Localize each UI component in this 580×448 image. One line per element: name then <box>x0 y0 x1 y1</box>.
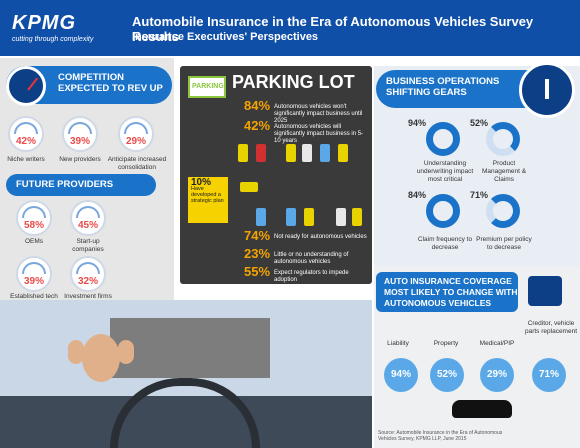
donut-value: 84% <box>408 190 427 200</box>
stat-84: 84%Autonomous vehicles won't significant… <box>244 98 363 124</box>
crashed-car-icon <box>452 400 512 418</box>
driver-head <box>82 334 120 382</box>
gauge-new-providers: 39% <box>62 116 98 152</box>
future-providers-heading: FUTURE PROVIDERS <box>6 174 156 196</box>
page-subtitle: Insurance Executives' Perspectives <box>132 31 319 43</box>
parked-car <box>320 144 330 162</box>
donut-underwriting <box>426 122 460 156</box>
label-underwriting: Understanding underwriting impact most c… <box>416 160 474 183</box>
label-liability: Liability <box>387 340 409 347</box>
gear-shift-icon <box>519 62 575 118</box>
gauge-niche-writers: 42% <box>8 116 44 152</box>
parked-car <box>302 144 312 162</box>
label-medical: Medical/PIP <box>479 340 515 347</box>
parked-car <box>352 208 362 226</box>
stat-74: 74%Not ready for autonomous vehicles <box>244 228 367 243</box>
parked-car <box>336 208 346 226</box>
label-new-providers: New providers <box>59 156 101 163</box>
gauge-startups: 45% <box>70 200 106 236</box>
label-investment-firms: Investment firms <box>64 293 112 300</box>
label-property: Property <box>433 340 459 347</box>
donut-premium <box>486 194 520 228</box>
source-note: Source: Automobile Insurance in the Era … <box>378 430 503 442</box>
label-niche-writers: Niche writers <box>7 156 45 163</box>
stat-23: 23%Little or no understanding of autonom… <box>244 246 349 265</box>
parked-car <box>286 208 296 226</box>
hand-right <box>118 340 134 364</box>
label-consolidation: Anticipate increased consolidation <box>107 156 167 171</box>
road-graphic <box>110 318 270 378</box>
coverage-property: 52% <box>430 358 464 392</box>
parked-car <box>256 208 266 226</box>
donut-claim-frequency <box>426 194 460 228</box>
coverage-heading: AUTO INSURANCE COVERAGE MOST LIKELY TO C… <box>376 272 518 312</box>
moving-car <box>240 182 258 192</box>
coverage-medical: 29% <box>480 358 514 392</box>
business-ops-heading: BUSINESS OPERATIONS SHIFTING GEARS <box>376 70 546 108</box>
gauge-consolidation: 29% <box>118 116 154 152</box>
speedometer-icon <box>6 66 46 106</box>
strategic-plan-box: 10%Have developed a strategic plan <box>188 177 228 223</box>
label-oems: OEMs <box>24 238 44 245</box>
gauge-investment-firms: 32% <box>70 256 106 292</box>
label-product-mgmt: Product Management & Claims <box>481 160 527 183</box>
parked-car <box>338 144 348 162</box>
parked-car <box>286 144 296 162</box>
coverage-creditor: 71% <box>532 358 566 392</box>
gauge-tech-firms: 39% <box>16 256 52 292</box>
kpmg-logo: KPMG cutting through complexity <box>12 12 93 43</box>
label-startups: Start-up companies <box>72 238 104 253</box>
hand-left <box>68 340 84 364</box>
label-claim-frequency: Claim frequency to decrease <box>417 236 473 251</box>
label-premium: Premium per policy to decrease <box>476 236 532 251</box>
donut-value: 52% <box>470 118 489 128</box>
donut-product-mgmt <box>486 122 520 156</box>
logo-tagline: cutting through complexity <box>12 36 94 43</box>
parking-lot-panel <box>180 66 372 284</box>
parked-car <box>304 208 314 226</box>
parking-badge: PARKING <box>188 76 226 98</box>
clipboard-car-icon <box>528 276 562 306</box>
parked-car <box>238 144 248 162</box>
parked-car <box>256 144 266 162</box>
coverage-liability: 94% <box>384 358 418 392</box>
parking-title: PARKING LOT <box>232 72 355 92</box>
stat-55: 55%Expect regulators to impede adoption <box>244 264 349 283</box>
donut-value: 71% <box>470 190 489 200</box>
logo-text: KPMG <box>12 12 76 34</box>
donut-value: 94% <box>408 118 427 128</box>
label-creditor: Creditor, vehicle parts replacement <box>524 320 578 335</box>
page-title: Automobile Insurance in the Era of Auton… <box>132 14 534 44</box>
stat-42: 42%Autonomous vehicles will significantl… <box>244 118 364 144</box>
header-banner <box>0 0 580 56</box>
gauge-oems: 58% <box>16 200 52 236</box>
